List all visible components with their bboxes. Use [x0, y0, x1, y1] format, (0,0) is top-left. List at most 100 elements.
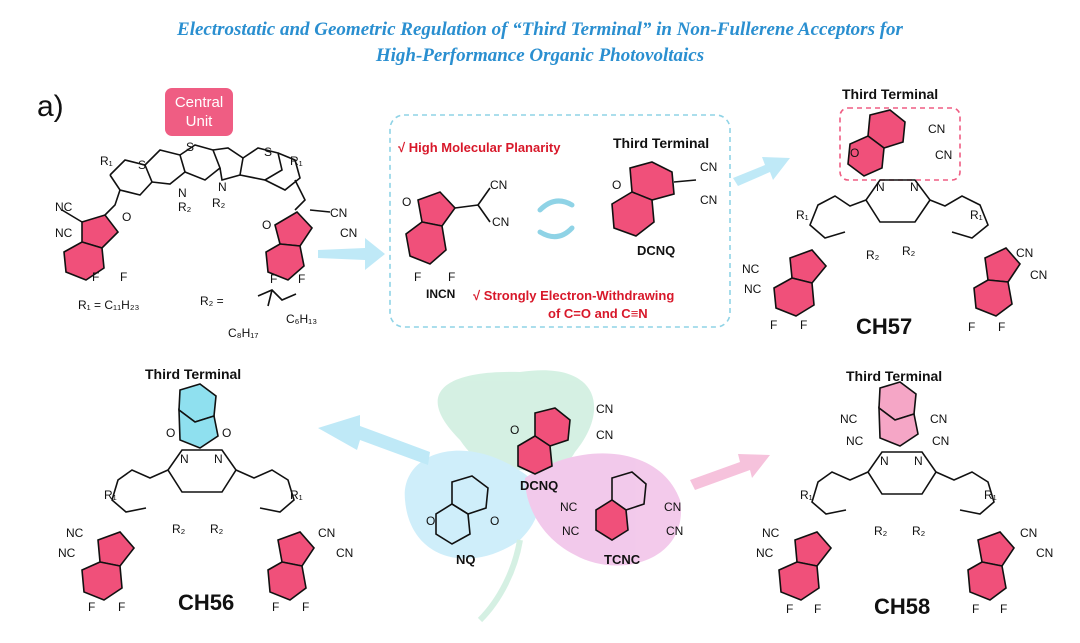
tcnc-label: TCNC — [604, 552, 641, 567]
r2-definition: R₂ = — [200, 294, 224, 308]
ch56-n-1: N — [180, 452, 189, 466]
ch57-r1-right: R₁ — [970, 208, 983, 222]
r2-branch-hexyl: C₆H₁₃ — [286, 312, 318, 326]
dcnq-structure — [611, 161, 697, 237]
tcnc-nc-1: NC — [560, 500, 578, 514]
incn-f-1: F — [414, 270, 422, 284]
incn-f-2: F — [448, 270, 456, 284]
mol1-s3: S — [264, 145, 273, 159]
ch57-f-4: F — [998, 320, 1006, 334]
ch58-r1-right: R₁ — [984, 488, 997, 502]
mol1-r2-a: R₂ — [178, 200, 192, 214]
figure-title-line1: Electrostatic and Geometric Regulation o… — [177, 19, 903, 40]
ch58-n-1: N — [880, 454, 889, 468]
planarity-feature: √ High Molecular Planarity — [398, 140, 561, 155]
dcnq-o: O — [612, 178, 622, 192]
ch58-cn-1: CN — [930, 412, 948, 426]
r2-branch-octyl: C₈H₁₇ — [228, 326, 259, 340]
ch58-r1-left: R₁ — [800, 488, 813, 502]
mol1-s2: S — [186, 140, 195, 154]
ch57-f-1: F — [770, 318, 778, 332]
ch56-f-4: F — [302, 600, 310, 614]
mol1-r1-left: R₁ — [100, 154, 113, 168]
ch57-r2-1: R₂ — [866, 248, 880, 262]
mol1-nc-left-1: NC — [55, 200, 73, 214]
clover-dcnq-label: DCNQ — [520, 478, 559, 493]
tcnc-cn-1: CN — [664, 500, 682, 514]
mol1-cn-right-2: CN — [340, 226, 358, 240]
arrow-to-ch57 — [733, 157, 790, 186]
incn-structure — [405, 187, 491, 265]
nq-label: NQ — [456, 552, 476, 567]
ch57-r2-2: R₂ — [902, 244, 916, 258]
mol1-s1: S — [138, 158, 147, 172]
ch57-cn-3: CN — [1016, 246, 1034, 260]
tcnc-structure — [595, 471, 647, 541]
nq-structure — [435, 475, 489, 545]
ch58-label: CH58 — [874, 594, 931, 619]
ch57-f-2: F — [800, 318, 808, 332]
mol1-o-right: O — [262, 218, 272, 232]
incn-cn-1: CN — [490, 178, 508, 192]
ch56-o-2: O — [222, 426, 232, 440]
ch58-molecule — [778, 381, 1016, 601]
central-unit-badge: Central Unit — [165, 88, 233, 136]
central-unit-line1: Central — [174, 94, 224, 111]
ch56-n-2: N — [214, 452, 223, 466]
central-unit-line2: Unit — [185, 113, 213, 130]
mol1-f-3: F — [270, 272, 278, 286]
ch56-o-1: O — [166, 426, 176, 440]
ch58-f-2: F — [814, 602, 822, 616]
figure-title-line2: High-Performance Organic Photovoltaics — [375, 45, 705, 66]
arrow-to-center — [318, 238, 385, 270]
ch56-r1-left: R₁ — [104, 488, 117, 502]
ch58-r2-1: R₂ — [874, 524, 888, 538]
ch56-molecule — [81, 383, 316, 601]
ch57-n-1: N — [876, 180, 885, 194]
mol1-r1-right: R₁ — [290, 154, 303, 168]
ch56-f-2: F — [118, 600, 126, 614]
ch58-f-1: F — [786, 602, 794, 616]
panel-label: a) — [37, 90, 64, 123]
ch58-f-3: F — [972, 602, 980, 616]
ch58-n-2: N — [914, 454, 923, 468]
mol1-o-left: O — [122, 210, 132, 224]
mol1-n1: N — [178, 186, 187, 200]
ch58-nc-4: NC — [756, 546, 774, 560]
ch56-cn-2: CN — [336, 546, 354, 560]
ch58-nc-1: NC — [840, 412, 858, 426]
incn-cn-2: CN — [492, 215, 510, 229]
ch56-nc-1: NC — [66, 526, 84, 540]
arrow-to-ch56 — [318, 415, 430, 465]
feature-box — [389, 114, 731, 328]
mol1-cn-right-1: CN — [330, 206, 348, 220]
generic-acceptor-molecule — [61, 144, 331, 307]
clover-background — [404, 370, 681, 623]
mol1-f-4: F — [298, 272, 306, 286]
ch57-cn-4: CN — [1030, 268, 1048, 282]
arrow-to-ch58 — [690, 454, 770, 490]
dcnq-cn-1: CN — [700, 160, 718, 174]
ch56-r2-2: R₂ — [210, 522, 224, 536]
withdrawing-feature-line1: √ Strongly Electron-Withdrawing — [473, 288, 675, 303]
mol1-f-2: F — [120, 270, 128, 284]
incn-o: O — [402, 195, 412, 209]
ch56-nc-2: NC — [58, 546, 76, 560]
nq-o-2: O — [490, 514, 500, 528]
ch57-cn-1: CN — [928, 122, 946, 136]
ch57-n-2: N — [910, 180, 919, 194]
ch57-nc-1: NC — [742, 262, 760, 276]
incn-label: INCN — [426, 287, 456, 301]
dcnq-cn-2: CN — [700, 193, 718, 207]
ch58-cn-3: CN — [1020, 526, 1038, 540]
ch58-r2-2: R₂ — [912, 524, 926, 538]
mol1-n2: N — [218, 180, 227, 194]
exchange-arrows-icon — [537, 198, 575, 240]
nq-o-1: O — [426, 514, 436, 528]
third-terminal-label-ch57: Third Terminal — [842, 86, 939, 102]
ch57-molecule — [773, 109, 1022, 317]
ch56-f-1: F — [88, 600, 96, 614]
dcnq-label: DCNQ — [637, 243, 676, 258]
ch58-nc-3: NC — [762, 526, 780, 540]
